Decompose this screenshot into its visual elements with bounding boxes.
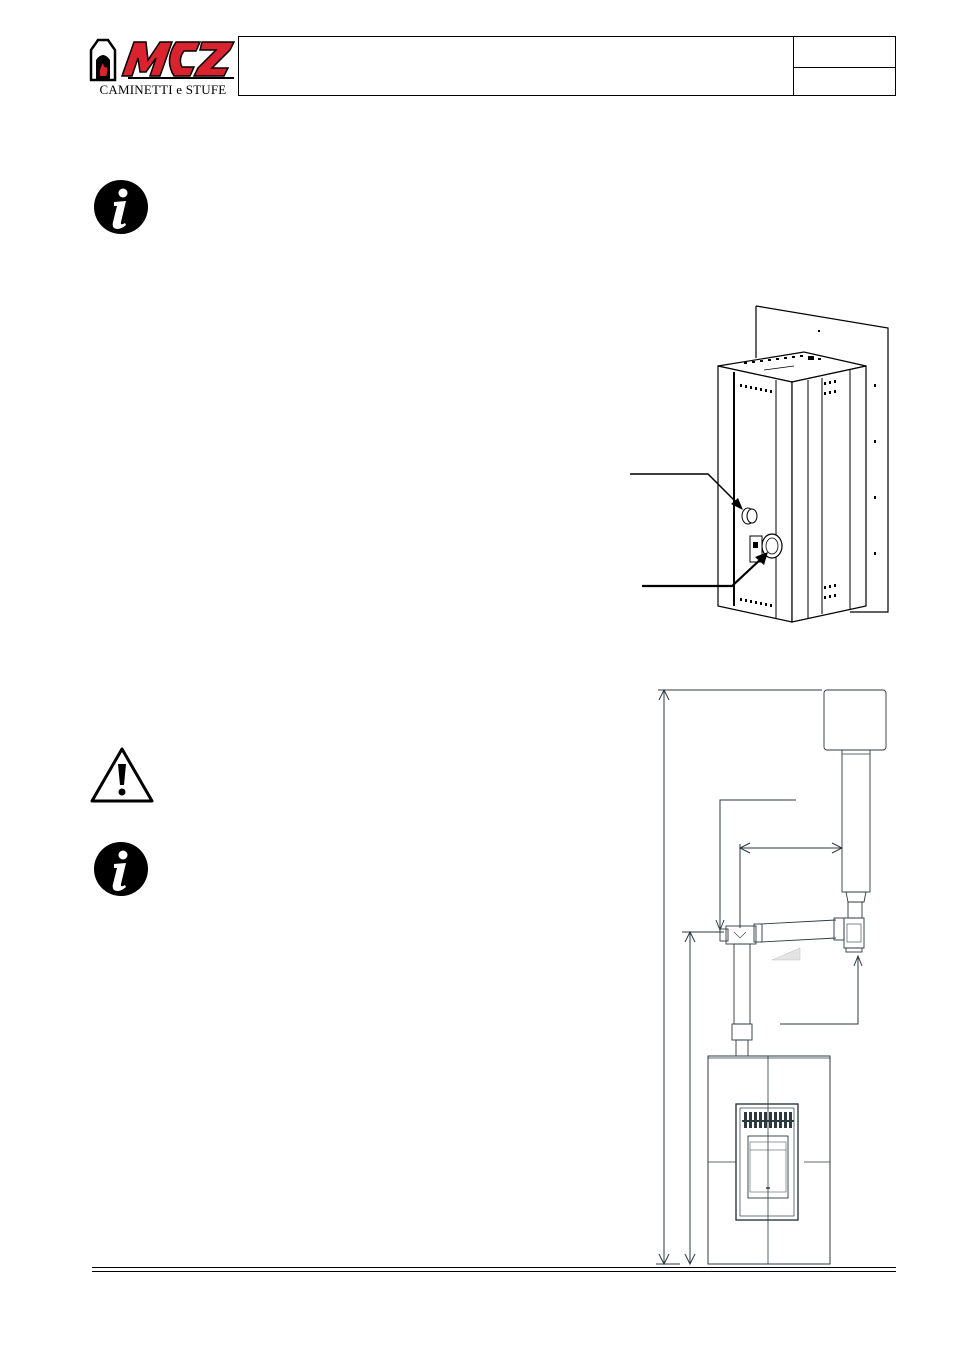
header-page-divider (794, 67, 895, 68)
stove-rear-figure (624, 300, 894, 630)
footer-rule (92, 1267, 896, 1268)
header-title-box (238, 36, 896, 96)
fireplace-logo-icon (89, 38, 117, 82)
info-icon (92, 178, 150, 236)
brand-caption: CAMINETTI e STUFE (99, 82, 227, 97)
info-icon (92, 840, 150, 898)
brand-logo (88, 36, 238, 98)
warning-icon (89, 746, 155, 804)
flue-installation-figure (650, 684, 900, 1268)
footer-rule-thin (92, 1271, 896, 1272)
header-page-box (793, 37, 895, 95)
mcz-wordmark (120, 41, 236, 79)
